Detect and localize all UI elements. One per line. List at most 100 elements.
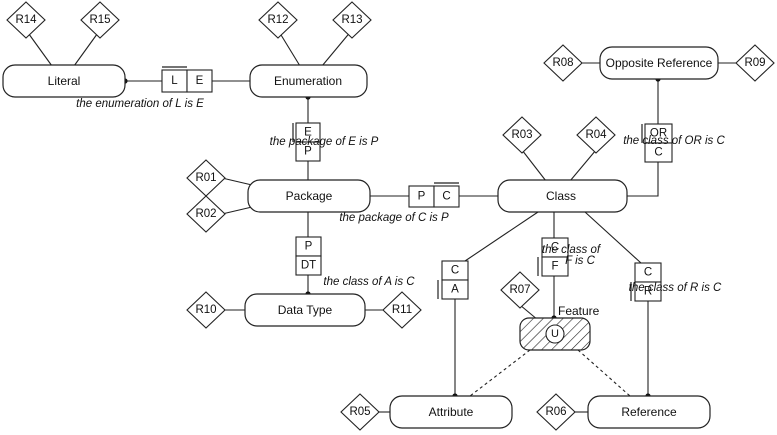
entity-class[interactable]: Class <box>497 179 628 213</box>
role-box-c[interactable] <box>433 185 460 208</box>
role-box-e[interactable] <box>186 69 213 93</box>
link-r12-enumeration <box>277 29 301 67</box>
entity-data-type-label: Data Type <box>278 303 333 317</box>
rule-diamond-r08[interactable]: R08 <box>543 44 583 82</box>
role-label: C <box>551 242 559 254</box>
rule-diamond-r07[interactable]: R07 <box>500 271 540 309</box>
rule-diamond-r03[interactable]: R03 <box>502 116 542 154</box>
role-box-r[interactable] <box>634 281 662 302</box>
link-r15-literal <box>73 29 101 67</box>
role-label: E <box>196 75 204 87</box>
diamond-shape <box>502 116 542 154</box>
role-label: C <box>654 147 662 159</box>
rule-diamond-r09[interactable]: R09 <box>735 44 775 82</box>
fact-reading: the package of C is P <box>339 212 449 224</box>
role-label: P <box>304 146 312 158</box>
subtype-link-reference <box>577 349 631 397</box>
entity-opposite-reference[interactable]: Opposite Reference <box>599 46 719 80</box>
fact-reading: the enumeration of L is E <box>76 98 204 110</box>
union-circle-icon <box>545 324 565 344</box>
rule-label: R04 <box>585 129 607 141</box>
entity-package[interactable]: Package <box>247 179 371 213</box>
rule-diamond-r04[interactable]: R04 <box>576 116 616 154</box>
link-class-fact-ref <box>584 211 642 264</box>
rule-label: R14 <box>15 14 37 26</box>
role-box-a[interactable] <box>441 279 469 300</box>
entity-data-type[interactable]: Data Type <box>244 293 366 327</box>
entity-opposite-reference-label: Opposite Reference <box>606 56 713 70</box>
role-label: C <box>644 267 652 279</box>
fact-package-datatype[interactable]: P DT <box>295 236 322 276</box>
fact-opposite-reference-class[interactable]: OR C the class of OR is C <box>623 123 725 163</box>
entity-literal[interactable]: Literal <box>2 64 126 98</box>
rule-label: R09 <box>744 57 765 69</box>
role-box-dt[interactable] <box>295 255 322 276</box>
fact-reading: the class of R is C <box>629 282 722 294</box>
rule-diamond-r05[interactable]: R05 <box>340 393 380 431</box>
fact-class-attribute[interactable]: C A the class of A is C <box>323 260 469 300</box>
rule-diamond-r10[interactable]: R10 <box>186 291 226 329</box>
entity-enumeration[interactable]: Enumeration <box>249 64 368 98</box>
fact-reading: the package of E is P <box>270 136 379 148</box>
role-box-c[interactable] <box>644 142 673 163</box>
rule-diamond-r06[interactable]: R06 <box>536 393 576 431</box>
fact-reading-line1: the class of <box>542 244 602 256</box>
fact-package-class[interactable]: P C the package of C is P <box>339 182 460 224</box>
link-r02-package <box>221 206 253 215</box>
diamond-shape <box>543 44 583 82</box>
fact-reading: the class of OR is C <box>623 135 725 147</box>
rule-diamond-r13[interactable]: R13 <box>332 1 372 39</box>
role-label: P <box>305 241 313 253</box>
rule-label: R08 <box>552 57 573 69</box>
role-label: F <box>551 261 558 273</box>
rule-label: R06 <box>545 406 566 418</box>
rule-label: R12 <box>267 14 288 26</box>
diamond-shape <box>500 271 540 309</box>
role-label: C <box>442 191 450 203</box>
fact-enumeration-package[interactable]: E P the package of E is P <box>270 122 379 162</box>
rule-diamond-r11[interactable]: R11 <box>382 291 422 329</box>
diamond-shape <box>735 44 775 82</box>
rule-label: R15 <box>89 14 110 26</box>
role-label: R <box>644 286 652 298</box>
role-box-p[interactable] <box>295 141 321 162</box>
link-r01-package <box>221 177 253 186</box>
diamond-shape <box>332 1 372 39</box>
role-box-f[interactable] <box>541 256 569 277</box>
diamond-shape <box>340 393 380 431</box>
rule-diamond-r15[interactable]: R15 <box>80 1 120 39</box>
entity-literal-label: Literal <box>48 74 81 88</box>
rule-label: R07 <box>509 284 530 296</box>
entity-attribute[interactable]: Attribute <box>389 395 513 429</box>
role-label: P <box>418 191 426 203</box>
entity-reference[interactable]: Reference <box>587 395 711 429</box>
rule-label: R05 <box>349 406 370 418</box>
rule-diamond-r14[interactable]: R14 <box>6 1 46 39</box>
rule-label: R10 <box>195 304 216 316</box>
fact-literal-enumeration[interactable]: L E the enumeration of L is E <box>76 66 213 110</box>
entity-feature[interactable]: U Feature <box>519 304 600 351</box>
rule-diamond-r02[interactable]: R02 <box>186 195 226 233</box>
role-label: DT <box>301 260 316 272</box>
diamond-shape <box>6 1 46 39</box>
role-label: OR <box>650 128 667 140</box>
entity-reference-label: Reference <box>621 405 677 419</box>
link-r03-class <box>521 149 547 182</box>
connectors <box>25 29 738 413</box>
diamond-shape <box>576 116 616 154</box>
link-r13-enumeration <box>321 29 353 67</box>
rule-diamond-r01[interactable]: R01 <box>186 159 226 197</box>
diamond-shape <box>80 1 120 39</box>
diamond-shape <box>382 291 422 329</box>
rule-label: R01 <box>195 172 216 184</box>
fact-class-feature[interactable]: C F the class of F is C <box>537 237 602 277</box>
link-class-fact-or <box>627 162 659 197</box>
rule-diamond-r12[interactable]: R12 <box>258 1 298 39</box>
fact-class-reference[interactable]: C R the class of R is C <box>629 262 722 302</box>
entity-enumeration-label: Enumeration <box>274 74 342 88</box>
entity-attribute-label: Attribute <box>429 405 474 419</box>
entity-feature-label: Feature <box>558 304 600 318</box>
rule-label: R11 <box>392 304 412 316</box>
